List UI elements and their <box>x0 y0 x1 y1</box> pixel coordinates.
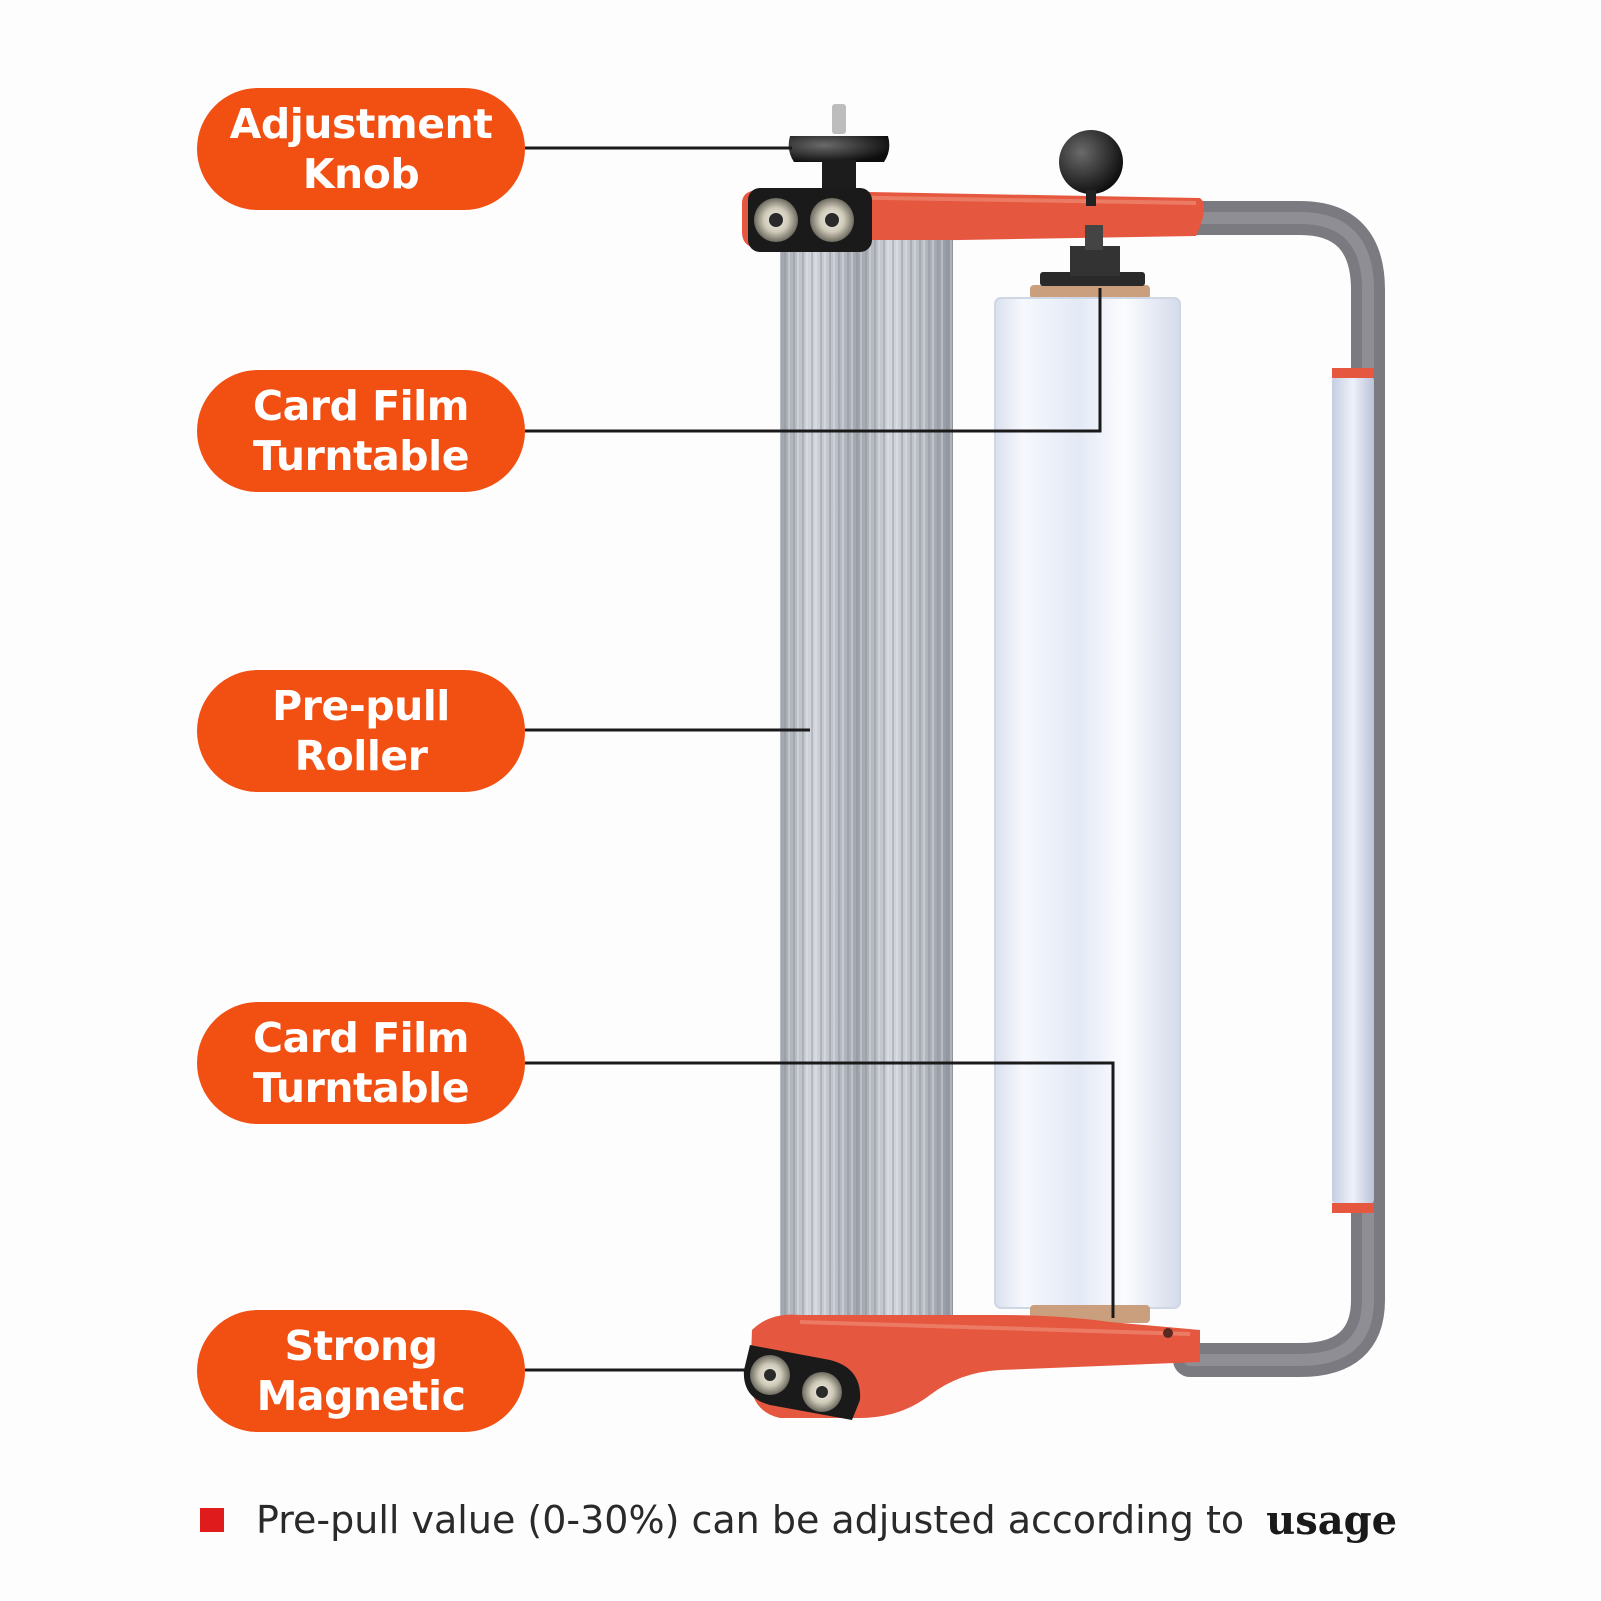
label-text: Adjustment Knob <box>229 100 493 198</box>
label-text: Card Film Turntable <box>252 1014 470 1112</box>
leader-lines <box>525 146 1115 1372</box>
label-text: Strong Magnetic <box>256 1322 466 1420</box>
label-strong-magnetic: Strong Magnetic <box>197 1310 525 1432</box>
ball-knob-icon <box>1059 130 1123 194</box>
label-pre-pull-roller: Pre-pull Roller <box>197 670 525 792</box>
label-text: Card Film Turntable <box>252 382 470 480</box>
label-card-film-turntable-top: Card Film Turntable <box>197 370 525 492</box>
footer-emphasis: usage <box>1266 1496 1398 1544</box>
label-card-film-turntable-bottom: Card Film Turntable <box>197 1002 525 1124</box>
footer-note: Pre-pull value (0-30%) can be adjusted a… <box>200 1490 1397 1550</box>
square-bullet-icon <box>200 1508 224 1532</box>
footer-text: Pre-pull value (0-30%) can be adjusted a… <box>256 1498 1245 1542</box>
label-adjustment-knob: Adjustment Knob <box>197 88 525 210</box>
label-text: Pre-pull Roller <box>272 682 450 780</box>
